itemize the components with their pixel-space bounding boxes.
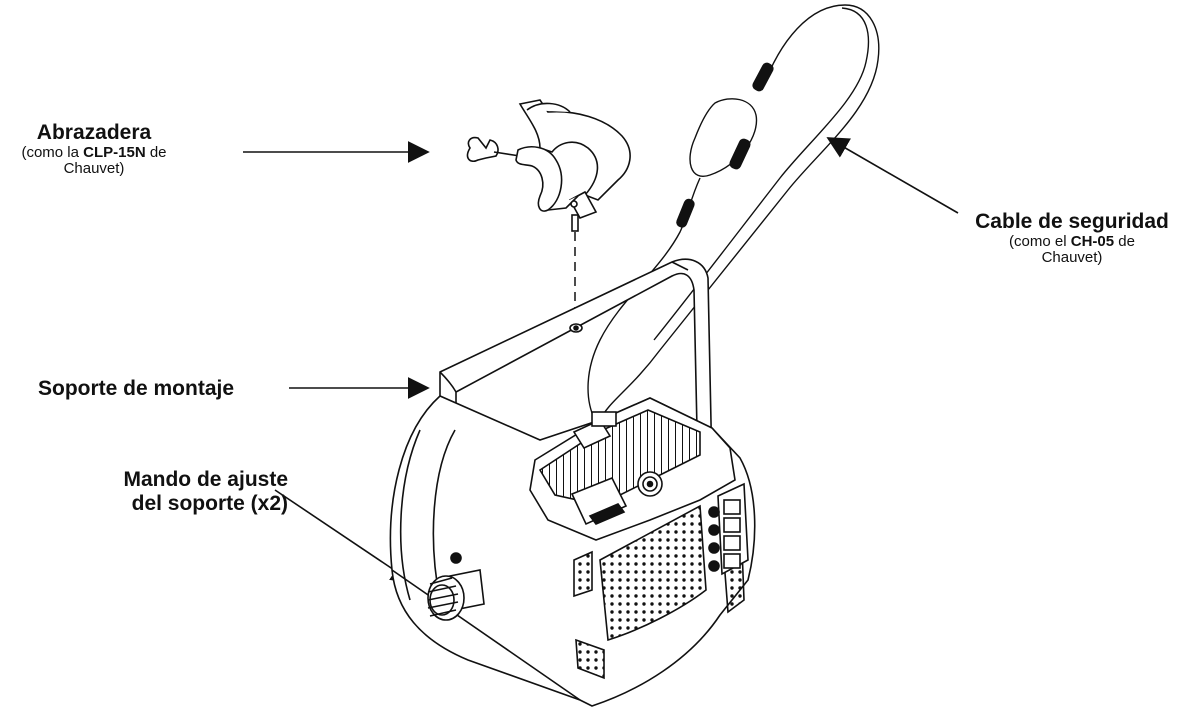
fixture-body xyxy=(389,395,756,707)
knob-arrow xyxy=(274,489,414,584)
cable-sleeves xyxy=(676,62,774,228)
clamp-title: Abrazadera xyxy=(36,121,152,144)
clamp-sub-line2: Chauvet) xyxy=(63,160,125,178)
cable-model: CH-05 xyxy=(1070,232,1115,250)
adjustment-knob xyxy=(427,552,485,621)
clamp-sub-prefix: (como la xyxy=(21,143,84,161)
clamp-model: CLP-15N xyxy=(83,143,146,161)
knob-line-1: Mando de ajuste xyxy=(123,468,288,491)
cable-sub-suffix: de xyxy=(1114,232,1135,250)
bracket-title: Soporte de montaje xyxy=(38,377,235,400)
cable-sub-line2: Chauvet) xyxy=(1041,249,1103,267)
mounting-bracket-label: Soporte de montaje xyxy=(38,377,288,401)
knob-line-2: del soporte (x2) xyxy=(131,491,288,515)
mounting-bracket xyxy=(439,258,713,606)
cable-title: Cable de seguridad xyxy=(975,210,1169,233)
clamp-sub-suffix: de xyxy=(145,143,167,161)
clamp-drawing xyxy=(466,99,631,232)
cable-sub-prefix: (como el xyxy=(1009,232,1071,250)
safety-cable xyxy=(587,4,880,421)
adjustment-knob-label: Mando de ajuste del soporte (x2) xyxy=(58,468,288,515)
cable-arrow xyxy=(826,137,959,214)
